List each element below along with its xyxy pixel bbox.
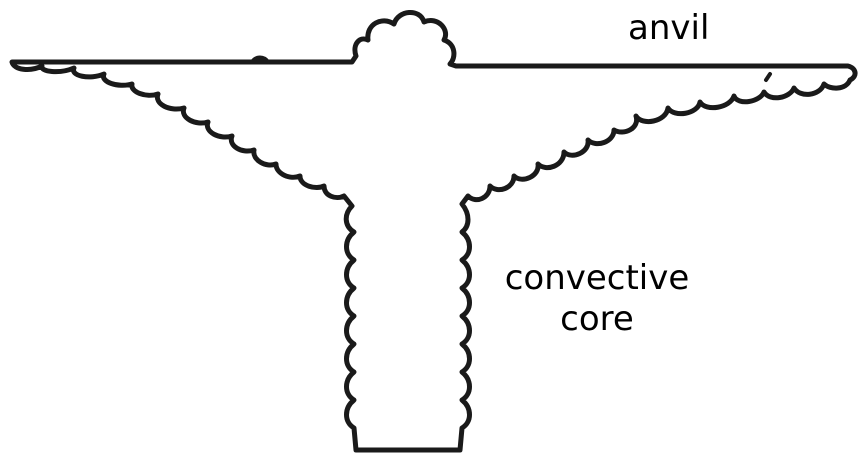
cloud-outline [9,10,858,453]
anvil-detail-right [764,72,772,82]
anvil-detail-left [250,55,270,64]
anvil-label: anvil [628,8,710,48]
cloud-silhouette [9,10,858,453]
convective-core-label-line1: convective [504,258,690,298]
convective-core-label-line2: core [560,298,634,339]
convective-core-label: convective core [486,258,708,340]
